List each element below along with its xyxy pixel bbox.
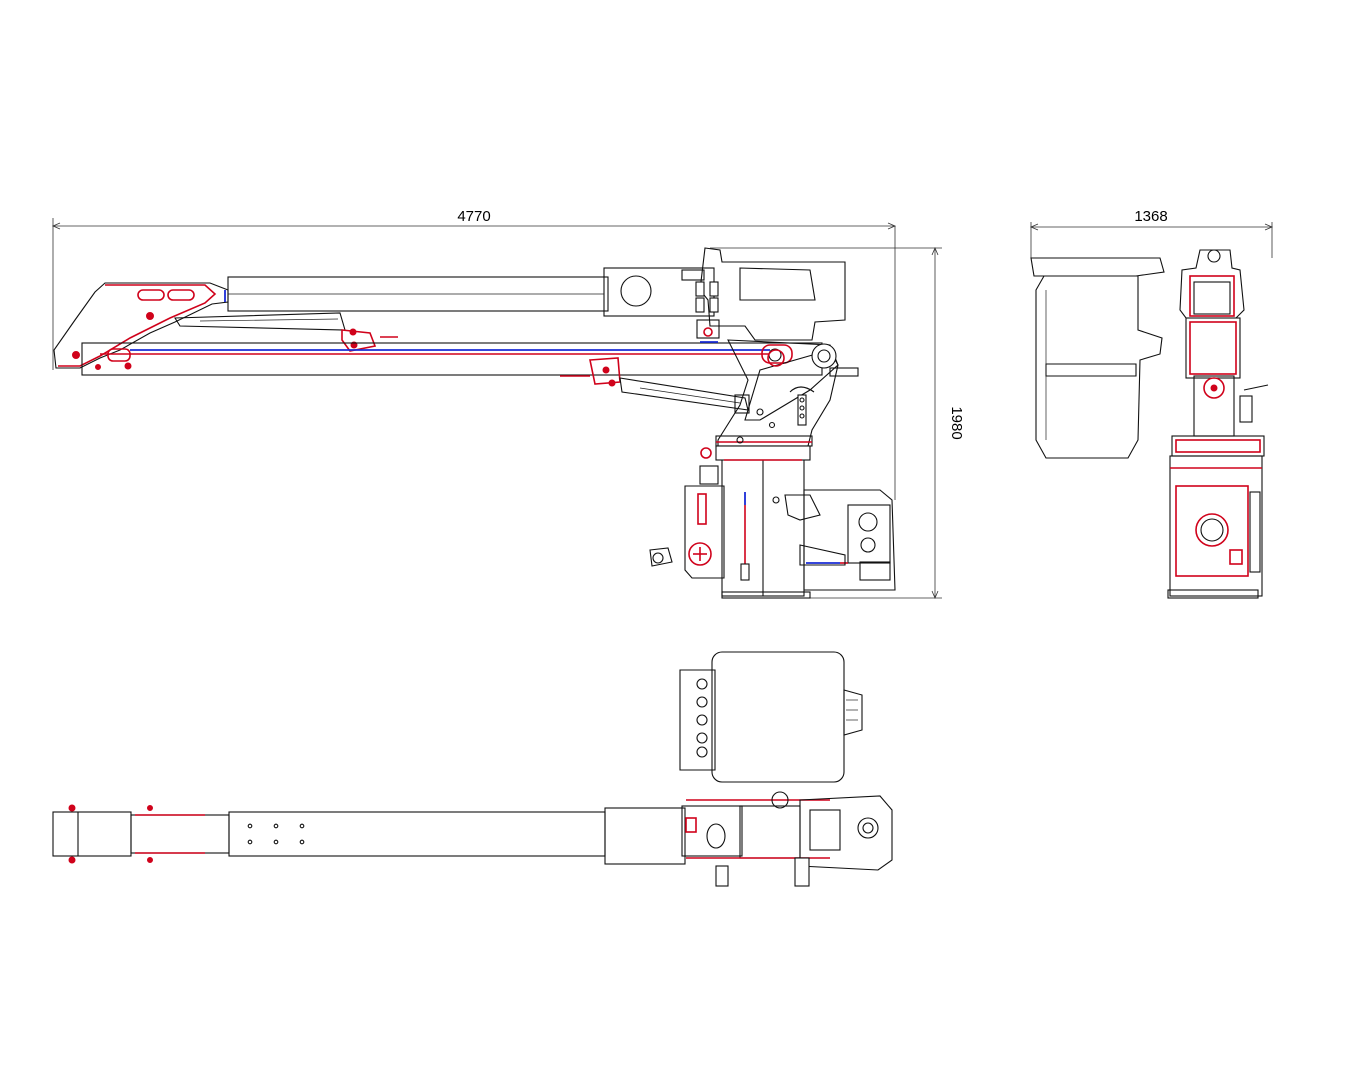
hydraulic-tank — [649, 465, 725, 579]
lift-cylinder — [619, 377, 750, 414]
height-dimension-label: 1980 — [948, 406, 965, 439]
front-view — [1030, 249, 1269, 599]
engine-assembly — [784, 489, 896, 591]
front-base — [1167, 455, 1263, 599]
base-pedestal — [700, 436, 811, 599]
upper-cylinder — [174, 312, 398, 352]
dimension-length: 4770 — [51, 208, 897, 500]
front-upright — [1171, 249, 1269, 457]
side-view — [53, 247, 896, 599]
top-view — [52, 651, 893, 887]
dimension-width: 1368 — [1029, 208, 1274, 258]
top-turret — [681, 791, 893, 887]
top-basket — [679, 651, 863, 783]
lower-boom — [81, 342, 823, 387]
length-dimension-label: 4770 — [457, 208, 490, 225]
work-basket — [1030, 257, 1165, 459]
upper-boom — [53, 267, 715, 369]
turret-head — [681, 247, 846, 343]
width-dimension-label: 1368 — [1134, 208, 1167, 225]
dimension-height: 1980 — [710, 246, 965, 600]
top-boom — [52, 804, 686, 865]
